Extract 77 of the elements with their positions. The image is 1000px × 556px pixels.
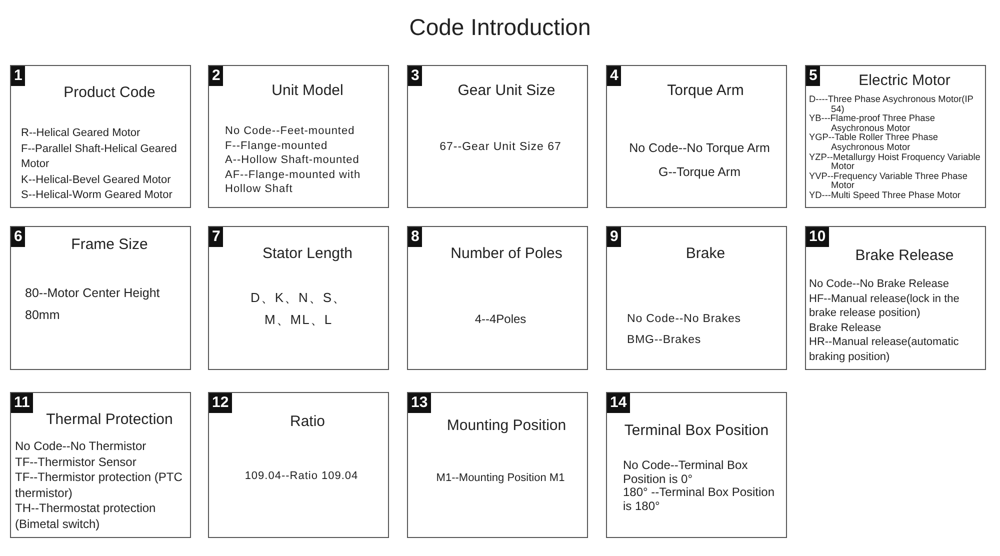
code-entry: 80--Motor Center Height 80mm [25, 285, 161, 324]
code-entry: D、K、N、S、 M、ML、L [249, 289, 348, 329]
code-entry: No Code--No Brakes [627, 312, 742, 327]
code-entry: A--Hollow Shaft-mounted [225, 153, 360, 168]
code-entry: M1--Mounting Position M1 [435, 471, 566, 486]
number-badge: 5 [806, 66, 820, 86]
code-entry: YB---Flame-proof Three Phase Asychronous Motor [809, 114, 936, 133]
number-badge: 1 [11, 66, 26, 86]
number-badge: 12 [209, 393, 232, 413]
code-entry: YZP--Metallurgy Hoist Froquency Variable Motor [809, 152, 981, 172]
card-heading: Frame Size [71, 236, 148, 253]
card-heading: Electric Motor [858, 72, 950, 89]
card-heading: Unit Model [272, 82, 344, 99]
code-card [407, 226, 588, 370]
card-heading: Thermal Protection [46, 411, 173, 428]
number-badge: 6 [11, 227, 26, 247]
code-entry: No Code--No Brake Release [809, 277, 950, 292]
code-entry: S--Helical-Worm Geared Motor [21, 188, 174, 203]
page-title: Code Introduction [409, 14, 591, 41]
code-card [10, 226, 191, 370]
code-card [10, 392, 191, 538]
code-entry: AF--Flange-mounted with Hollow Shaft [225, 168, 362, 196]
number-badge: 4 [607, 66, 622, 86]
number-badge: 14 [607, 393, 630, 413]
number-badge: 7 [209, 227, 224, 247]
number-badge: 9 [607, 227, 622, 247]
code-card [407, 65, 588, 208]
code-entry: No Code--No Thermistor [15, 439, 148, 454]
card-heading: Brake Release [855, 247, 954, 264]
code-card [805, 226, 986, 370]
code-entry: HF--Manual release(lock in the brake release position) [809, 292, 960, 320]
code-entry: 4--4Poles [474, 311, 528, 327]
number-badge: 2 [209, 66, 224, 86]
code-entry: YGP--Table Roller Three Phase Asychronous Motor [809, 133, 940, 153]
card-heading: Mounting Position [446, 417, 566, 434]
code-card [606, 226, 787, 370]
code-entry: 67--Gear Unit Size 67 [438, 140, 562, 155]
code-card [407, 392, 588, 538]
card-heading: Stator Length [262, 245, 353, 262]
number-badge: 8 [408, 227, 422, 247]
number-badge: 11 [11, 393, 33, 413]
code-entry: Brake Release [809, 320, 882, 335]
code-entry: F--Parallel Shaft-Helical Geared Motor [21, 142, 178, 172]
code-card [805, 65, 986, 208]
card-heading: Terminal Box Position [624, 422, 769, 439]
card-heading: Product Code [64, 84, 156, 101]
code-entry: F--Flange-mounted [225, 138, 329, 153]
card-heading: Ratio [290, 413, 326, 430]
code-card [208, 65, 389, 208]
number-badge: 10 [806, 227, 829, 247]
code-entry: 109.04--Ratio 109.04 [244, 469, 360, 484]
code-entry: K--Helical-Bevel Geared Motor [21, 172, 172, 188]
code-entry: R--Helical Geared Motor [21, 126, 142, 141]
code-entry: YVP--Frequency Variable Three Phase Motor [809, 172, 968, 191]
code-entry: G--Torque Arm [658, 164, 742, 181]
code-card [208, 226, 389, 370]
code-entry: D----Three Phase Asychronous Motor(IP 54) [809, 95, 974, 114]
code-entry: No Code--Feet-mounted [225, 124, 356, 138]
code-card [606, 65, 787, 208]
card-heading: Gear Unit Size [458, 82, 556, 99]
card-heading: Brake [686, 245, 726, 262]
code-entry: No Code--Terminal Box Position is 0° [623, 459, 749, 486]
code-entry: 180° --Terminal Box Position is 180° [623, 486, 776, 513]
code-entry: TF--Thermistor Sensor [15, 454, 138, 470]
code-entry: TH--Thermostat protection (Bimetal switch) [15, 501, 157, 532]
code-entry: HR--Manual release(automatic braking position) [809, 335, 960, 364]
code-card [10, 65, 191, 208]
code-entry: TF--Thermistor protection (PTC thermistor) [15, 470, 184, 501]
code-entry: BMG--Brakes [627, 333, 702, 348]
code-entry: No Code--No Torque Arm [628, 140, 771, 157]
number-badge: 13 [408, 393, 431, 413]
card-heading: Torque Arm [667, 82, 744, 99]
code-entry: YD---Multi Speed Three Phase Motor [809, 190, 962, 201]
code-card [606, 392, 787, 538]
card-heading: Number of Poles [450, 245, 562, 262]
code-card [208, 392, 389, 538]
number-badge: 3 [408, 66, 422, 86]
